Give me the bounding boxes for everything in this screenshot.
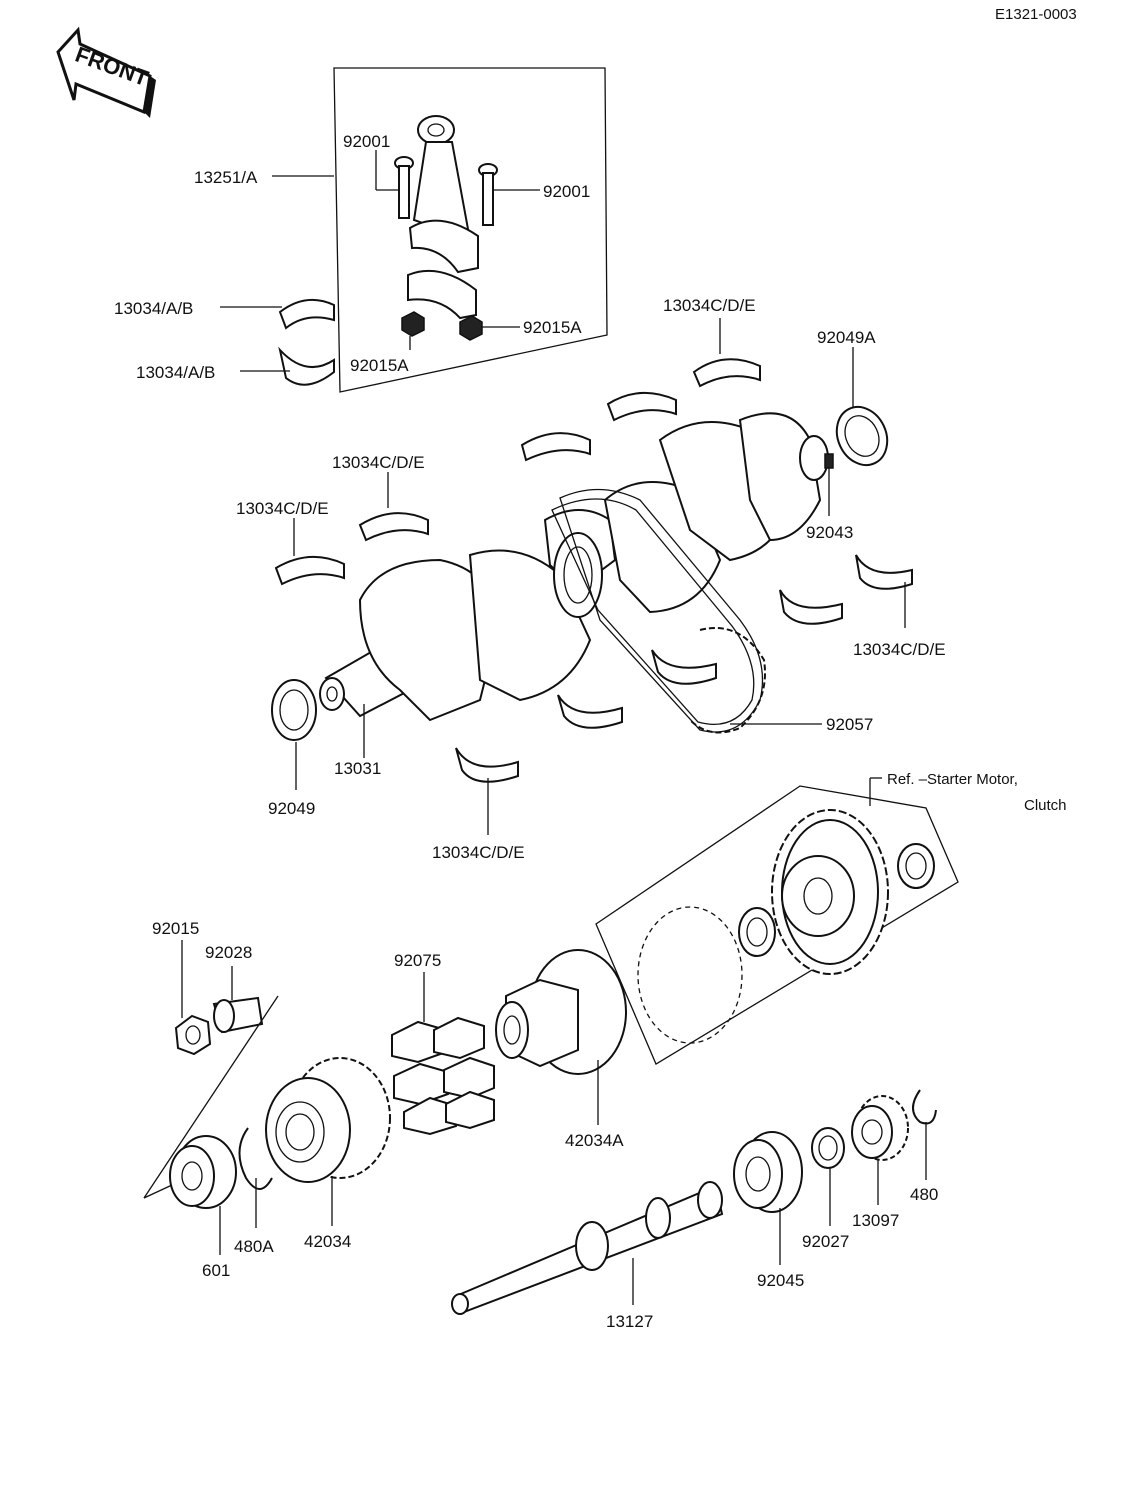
label-92027: 92027 — [802, 1232, 849, 1251]
nut-right — [459, 315, 483, 341]
label-13031: 13031 — [334, 759, 381, 778]
ref-washer-mid — [738, 907, 776, 957]
diagram-code: E1321-0003 — [995, 6, 1077, 23]
label-13034cde-bottom: 13034C/D/E — [432, 843, 525, 862]
starter-clutch-body — [637, 906, 743, 1044]
crank-gear — [553, 532, 603, 618]
bearing-ab-bottom — [278, 346, 335, 386]
label-13097: 13097 — [852, 1211, 899, 1230]
label-92049: 92049 — [268, 799, 315, 818]
connecting-rod-group-box — [333, 67, 608, 393]
starter-clutch-sprocket — [771, 809, 889, 975]
ref-note-line2: Clutch — [1024, 797, 1067, 814]
bearing-ab-top — [278, 298, 335, 330]
label-92057: 92057 — [826, 715, 873, 734]
label-13034cde-left: 13034C/D/E — [236, 499, 329, 518]
ref-note-line1: Ref. –Starter Motor, — [887, 771, 1018, 788]
washer-92027 — [811, 1127, 845, 1169]
label-601: 601 — [202, 1261, 230, 1280]
label-42034a: 42034A — [565, 1131, 624, 1150]
gear-42034 — [265, 1057, 391, 1183]
label-13127: 13127 — [606, 1312, 653, 1331]
label-13034cde-top: 13034C/D/E — [663, 296, 756, 315]
ref-group-box — [595, 785, 959, 1065]
label-92001-left: 92001 — [343, 132, 390, 151]
circlip-480 — [912, 1089, 937, 1125]
label-13034ab-bottom: 13034/A/B — [136, 363, 215, 382]
bracket-line-1 — [143, 995, 279, 1199]
label-92049a: 92049A — [817, 328, 876, 347]
label-92043: 92043 — [806, 523, 853, 542]
label-480: 480 — [910, 1185, 938, 1204]
sprocket-13097 — [851, 1095, 909, 1161]
oil-seal-92049a — [835, 405, 889, 467]
shaft-13127 — [451, 1181, 724, 1315]
starter-clutch-hub — [495, 949, 627, 1075]
dampers — [391, 1016, 495, 1136]
label-92028: 92028 — [205, 943, 252, 962]
nut-92015 — [174, 1014, 212, 1056]
oil-seal-92049 — [271, 679, 317, 741]
label-92075: 92075 — [394, 951, 441, 970]
bolt-left — [394, 156, 414, 219]
label-92015a-left: 92015A — [350, 356, 409, 375]
bolt-right — [478, 163, 498, 226]
label-480a: 480A — [234, 1237, 274, 1256]
label-13034cde-right: 13034C/D/E — [853, 640, 946, 659]
bearing-92045 — [733, 1131, 803, 1213]
bearing-601 — [169, 1135, 237, 1209]
label-92015: 92015 — [152, 919, 199, 938]
label-92015a-right: 92015A — [523, 318, 582, 337]
label-13034cde-mid: 13034C/D/E — [332, 453, 425, 472]
front-arrow-icon: FRONT — [56, 26, 156, 118]
pin-92043 — [824, 453, 834, 469]
ref-washer-right — [897, 843, 935, 889]
label-13251-a: 13251/A — [194, 168, 258, 187]
label-92001-right: 92001 — [543, 182, 590, 201]
label-42034: 42034 — [304, 1232, 351, 1251]
connecting-rod — [407, 115, 479, 320]
bearing-shells — [274, 358, 913, 783]
nut-left — [401, 311, 425, 337]
chain — [551, 488, 766, 734]
circlip-480a — [238, 1127, 273, 1190]
label-92045: 92045 — [757, 1271, 804, 1290]
label-13034ab-top: 13034/A/B — [114, 299, 193, 318]
